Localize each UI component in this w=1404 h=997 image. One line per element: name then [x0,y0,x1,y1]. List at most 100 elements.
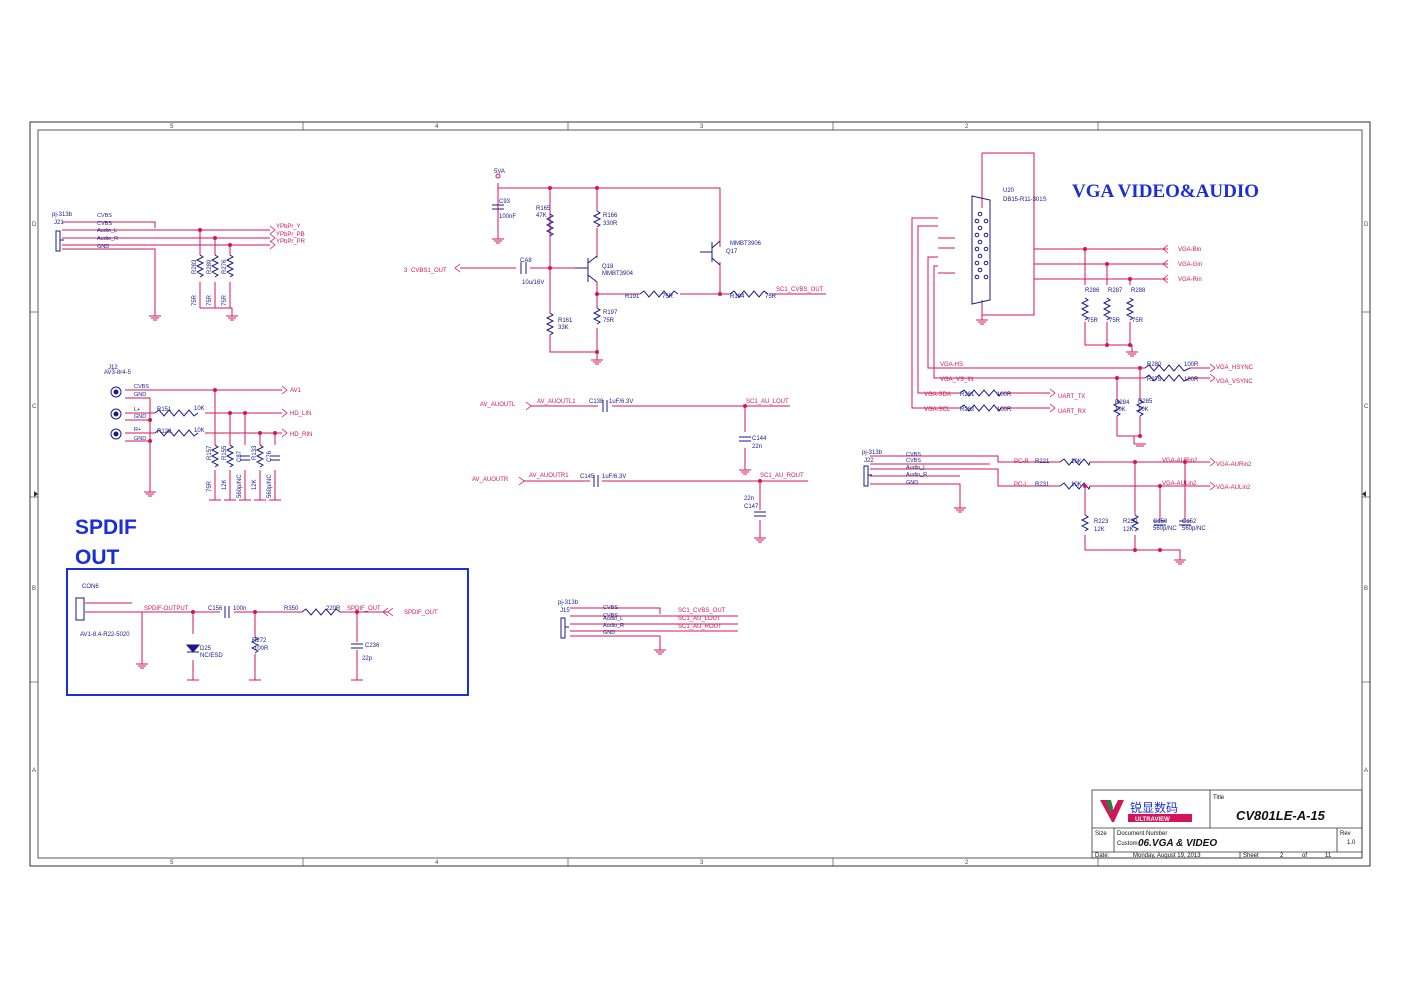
schematic-label-vga-hsync: VGA_HSYNC [1216,365,1254,371]
schematic-label-r276: R276 [222,259,228,274]
schematic-label-ypbpr-pr: YPbPr_PR [276,239,306,245]
schematic-label-c87v: 560p/NC [237,474,243,498]
schematic-label-j21-p2: Audio_R [97,236,118,242]
schematic-label-r278v: 100R [1184,377,1199,383]
schematic-label-r197: R197 [603,310,618,316]
schematic-label-c156: C156 [208,606,223,612]
schematic-label-sc1-au-rout: SC1_AU_ROUT [760,473,804,479]
schematic-label-r283v: 75R [192,294,198,306]
schematic-label-r155v: 12K [222,479,228,490]
schematic-label-uart-tx: UART_TX [1058,394,1085,400]
border-labels: 5 4 3 2 5 4 3 2 D C B A D C B A [32,124,1369,866]
schematic-label-r284: R284 [1115,400,1130,406]
schematic-label-j21-p3: Audio_L [97,228,117,234]
logo-en-text: ULTRAVIEW [1135,817,1170,823]
schematic-label-j15-lout: SC1_AU_LOUT [678,616,721,622]
schematic-label-u20: U20 [1003,188,1015,194]
schematic-label-cvbs1-sheet: 3 [404,268,408,274]
schematic-label-r285: R285 [1138,399,1153,405]
row-label-left: C [32,404,37,410]
sheet-frame-outer [29,121,1371,867]
schematic-label-r155: R155 [222,445,228,460]
schematic-label-c138v: 1uF/6.3V [609,399,633,405]
schematic-label-r128v: 10K [194,428,205,434]
schematic-label-j15-ref: J15 [560,608,570,614]
schematic-label-vga-rin: VGA-Rin [1178,277,1202,283]
schematic-label-c138: C138 [589,399,604,405]
schematic-label-ca8: CA8 [520,258,532,264]
schematic-label-r128: R128 [157,429,172,435]
schematic-label-r288v: 75R [1132,318,1144,324]
col-label-top: 4 [435,124,439,130]
schematic-label-r283: R283 [192,259,198,274]
schematic-label-r281v: 100R [997,392,1012,398]
schematic-label-c152v: 560p/NC [1182,526,1206,532]
schematic-label-r161v: 33K [558,325,569,331]
col-label-top: 3 [700,124,704,130]
schematic-label-r288: R288 [1131,288,1146,294]
schematic-label-c147v: 22n [744,496,754,502]
schematic-label-q18: Q18 [602,264,614,270]
schematic-label-r197v: 75R [603,318,615,324]
schematic-label-c145: C145 [580,474,595,480]
schematic-label-j22-p1: GND [906,480,918,486]
schematic-label-j12-gnd3: GND [134,436,146,442]
schematic-label-hd-lin: HD_LIN [290,411,311,417]
schematic-label-r221: R221 [1035,459,1050,465]
schematic-label-j15-cvbs: SC1_CVBS_OUT [678,608,726,614]
schematic-label-uart-rx: UART_RX [1058,409,1086,415]
sheet-label: Sheet [1243,853,1259,859]
schematic-label-r165: R165 [536,206,551,212]
schematic-label-r230v: 12K [1123,527,1134,533]
schematic-label-r191v: 75R [662,294,674,300]
schematic-label-j22-p5: CVBS [906,452,921,458]
size-label: Size [1095,831,1107,837]
schematic-label-r282: R282 [960,407,975,413]
schematic-label-r165v: 47K [536,213,547,219]
component-bodies [55,195,1191,654]
schematic-label-q17v: MMBT3906 [730,241,762,247]
schematic-label-r285v: 10K [1138,407,1149,413]
ground-symbols [136,238,1186,681]
schematic-label-r133: R133 [252,445,258,460]
schematic-label-j21-p5: CVBS [97,213,112,219]
schematic-label-r157: R157 [207,445,213,460]
schematic-label-d25: D25 [200,646,212,652]
schematic-label-r281: R281 [960,392,975,398]
schematic-label-vga-aulin2-net: VGA-AULin2 [1162,481,1197,487]
schematic-label-r194v: 75R [765,294,777,300]
schematic-label-av-aoutl1: AV_AUOUTL1 [537,399,576,405]
schematic-label-j15-p1: GND [603,630,615,636]
schematic-label-r166: R166 [603,213,618,219]
row-label-left: A [32,768,36,774]
schematic-label-vga-aurin2-net: VGA-AURin2 [1162,458,1198,464]
spdif-box [66,568,469,696]
schematic-label-c152: C152 [1182,519,1197,525]
schematic-label-vga-vsync: VGA_VSYNC [1216,379,1253,385]
schematic-label-j22-p2: Audio_R [906,472,927,478]
schematic-label-ypbpr-y: YPbPr_Y [276,224,301,230]
row-label-left: D [32,222,37,228]
schematic-label-vga-aulin2: VGA-AULin2 [1216,485,1251,491]
schematic-label-r272: R272 [252,638,267,644]
schematic-label-vga-vs: VGA_VS_IN [940,377,973,383]
title-block [1091,789,1363,859]
date-label: Date: [1095,853,1110,859]
col-label-bottom: 5 [170,860,174,866]
row-label-right: D [1364,222,1369,228]
schematic-label-c145v: 1uF/6.3V [602,474,626,480]
schematic-label-r350: R350 [284,606,299,612]
schematic-label-c144v: 22n [752,444,762,450]
schematic-label-j21-p4: CVBS [97,221,112,227]
schematic-label-c150v: 560p/NC [1153,526,1177,532]
schematic-label-r280: R280 [1147,362,1162,368]
schematic-label-r286: R286 [1085,288,1100,294]
schematic-label-j15-p4: CVBS [603,613,618,619]
schematic-label-j12-cvbs: CVBS [134,384,149,390]
schematic-label-r287v: 75R [1109,318,1121,324]
net-and-part-labels: pj-313bJ21CVBSCVBSAudio_LAudio_RGNDYPbPr… [52,169,1254,662]
schematic-label-r231v: 10K [1071,482,1082,488]
schematic-label-spdif-out-net: SPDIF_OUT [347,606,381,612]
schematic-label-r223v: 12K [1094,527,1105,533]
